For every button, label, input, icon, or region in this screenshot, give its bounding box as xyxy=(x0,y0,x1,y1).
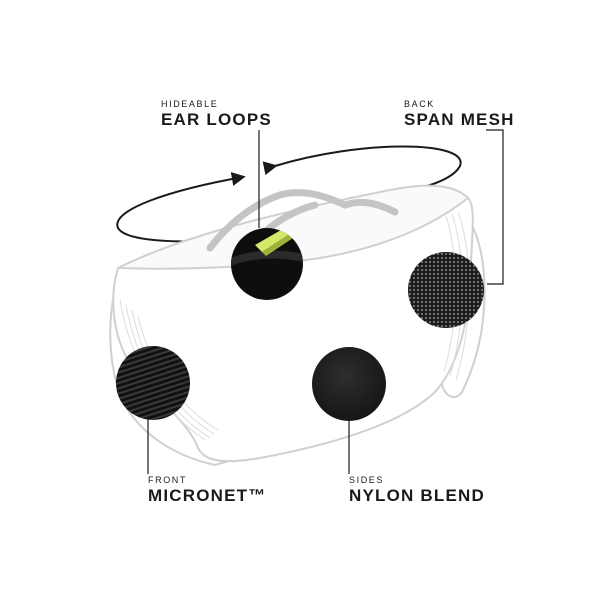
span-mesh-swatch xyxy=(408,252,484,328)
callout-sides: SIDES NYLON BLEND xyxy=(349,475,485,506)
callout-back: BACK SPAN MESH xyxy=(404,99,515,130)
callout-sides-title: NYLON BLEND xyxy=(349,486,485,505)
callout-back-eyebrow: BACK xyxy=(404,99,435,109)
ear-loops-swatch xyxy=(231,228,303,300)
callout-front-eyebrow: FRONT xyxy=(148,475,187,485)
callout-sides-eyebrow: SIDES xyxy=(349,475,385,485)
callout-front-title: MICRONET™ xyxy=(148,486,267,505)
callout-front: FRONT MICRONET™ xyxy=(148,475,266,506)
callout-ear-loops-eyebrow: HIDEABLE xyxy=(161,99,219,109)
mask-body xyxy=(109,184,486,467)
leader-lines xyxy=(147,129,504,474)
callout-ear-loops-title: EAR LOOPS xyxy=(161,110,272,129)
micronet-swatch xyxy=(116,346,190,420)
nylon-blend-swatch xyxy=(312,347,386,421)
callout-back-title: SPAN MESH xyxy=(404,110,515,129)
callout-ear-loops: HIDEABLE EAR LOOPS xyxy=(161,99,272,130)
